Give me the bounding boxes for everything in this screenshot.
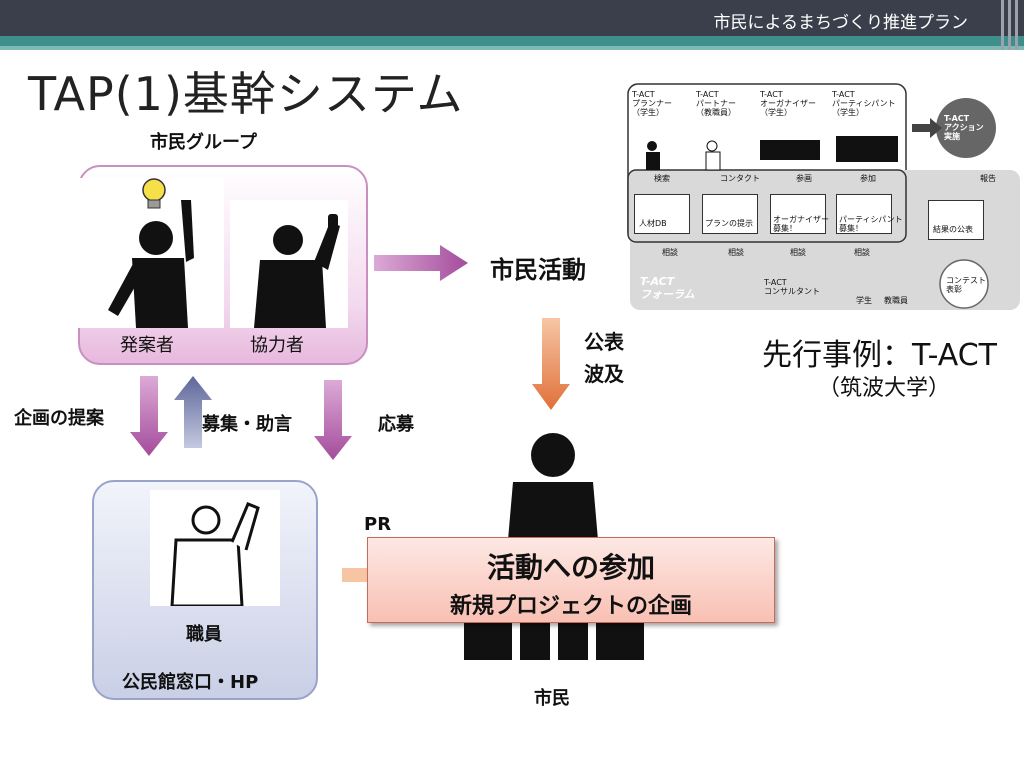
tact-step-join: 参加 <box>860 174 876 183</box>
callout-line2: 新規プロジェクトの企画 <box>449 594 692 619</box>
office-label: 公民館窓口・HP <box>122 672 259 693</box>
arrow-recruit-advice <box>174 376 212 448</box>
proposer-figure <box>78 178 224 328</box>
tact-card-result: 結果の公表 <box>928 200 984 240</box>
arrow-apply <box>314 380 352 460</box>
tact-consult-3: 相談 <box>790 248 806 257</box>
tact-subcaption: （筑波大学） <box>818 376 951 401</box>
tact-legend-student: 学生 <box>856 296 872 305</box>
arrow-to-activity <box>374 245 468 281</box>
tact-contest: コンテスト表彰 <box>946 276 986 295</box>
header-decoration <box>978 0 1018 50</box>
header-bar <box>0 0 1024 36</box>
plan-proposal-label: 企画の提案 <box>14 408 104 429</box>
announce-label: 公表 <box>584 330 624 354</box>
citizen-label: 市民 <box>534 688 570 709</box>
apply-label: 応募 <box>378 414 414 435</box>
participation-callout: 活動への参加 新規プロジェクトの企画 <box>367 537 775 623</box>
tact-step-report: 報告 <box>980 174 996 183</box>
collaborator-label: 協力者 <box>250 335 304 356</box>
lightbulb-icon <box>142 178 166 209</box>
tact-card-participant: パーティシパント募集！ <box>836 194 903 234</box>
callout-line1: 活動への参加 <box>486 551 655 584</box>
staff-figure <box>150 490 280 608</box>
arrow-plan-proposal <box>130 376 168 456</box>
tact-legend-staff: 教職員 <box>884 296 908 305</box>
tact-consult-2: 相談 <box>728 248 744 257</box>
citizen-activity-label: 市民活動 <box>490 256 586 284</box>
tact-consult-4: 相談 <box>854 248 870 257</box>
spread-label: 波及 <box>584 362 624 386</box>
pr-label: PR <box>364 514 392 535</box>
collaborator-figure <box>230 200 348 328</box>
tact-caption: 先行事例：T-ACT <box>762 338 998 373</box>
tact-card-plan: プランの提示 <box>702 194 758 234</box>
slide-title: TAP(1)基幹システム <box>28 67 464 121</box>
pr-connector <box>342 568 368 582</box>
staff-label: 職員 <box>186 624 222 645</box>
citizen-figure <box>464 433 644 660</box>
proposer-label: 発案者 <box>120 335 174 356</box>
header-stripe <box>0 36 1024 46</box>
header-stripe-light <box>0 46 1024 50</box>
tact-step-contact: コンタクト <box>720 174 760 183</box>
citizen-group-label: 市民グループ <box>150 132 257 153</box>
tact-consult-1: 相談 <box>662 248 678 257</box>
tact-step-search: 検索 <box>654 174 670 183</box>
tact-step-engage: 参画 <box>796 174 812 183</box>
tact-card-db: 人材DB <box>634 194 690 234</box>
recruit-advice-label: 募集・助言 <box>202 414 292 435</box>
arrow-announce <box>532 318 570 410</box>
header-title: 市民によるまちづくり推進プラン <box>713 13 969 33</box>
tact-card-organizer: オーガナイザー募集！ <box>770 194 829 234</box>
